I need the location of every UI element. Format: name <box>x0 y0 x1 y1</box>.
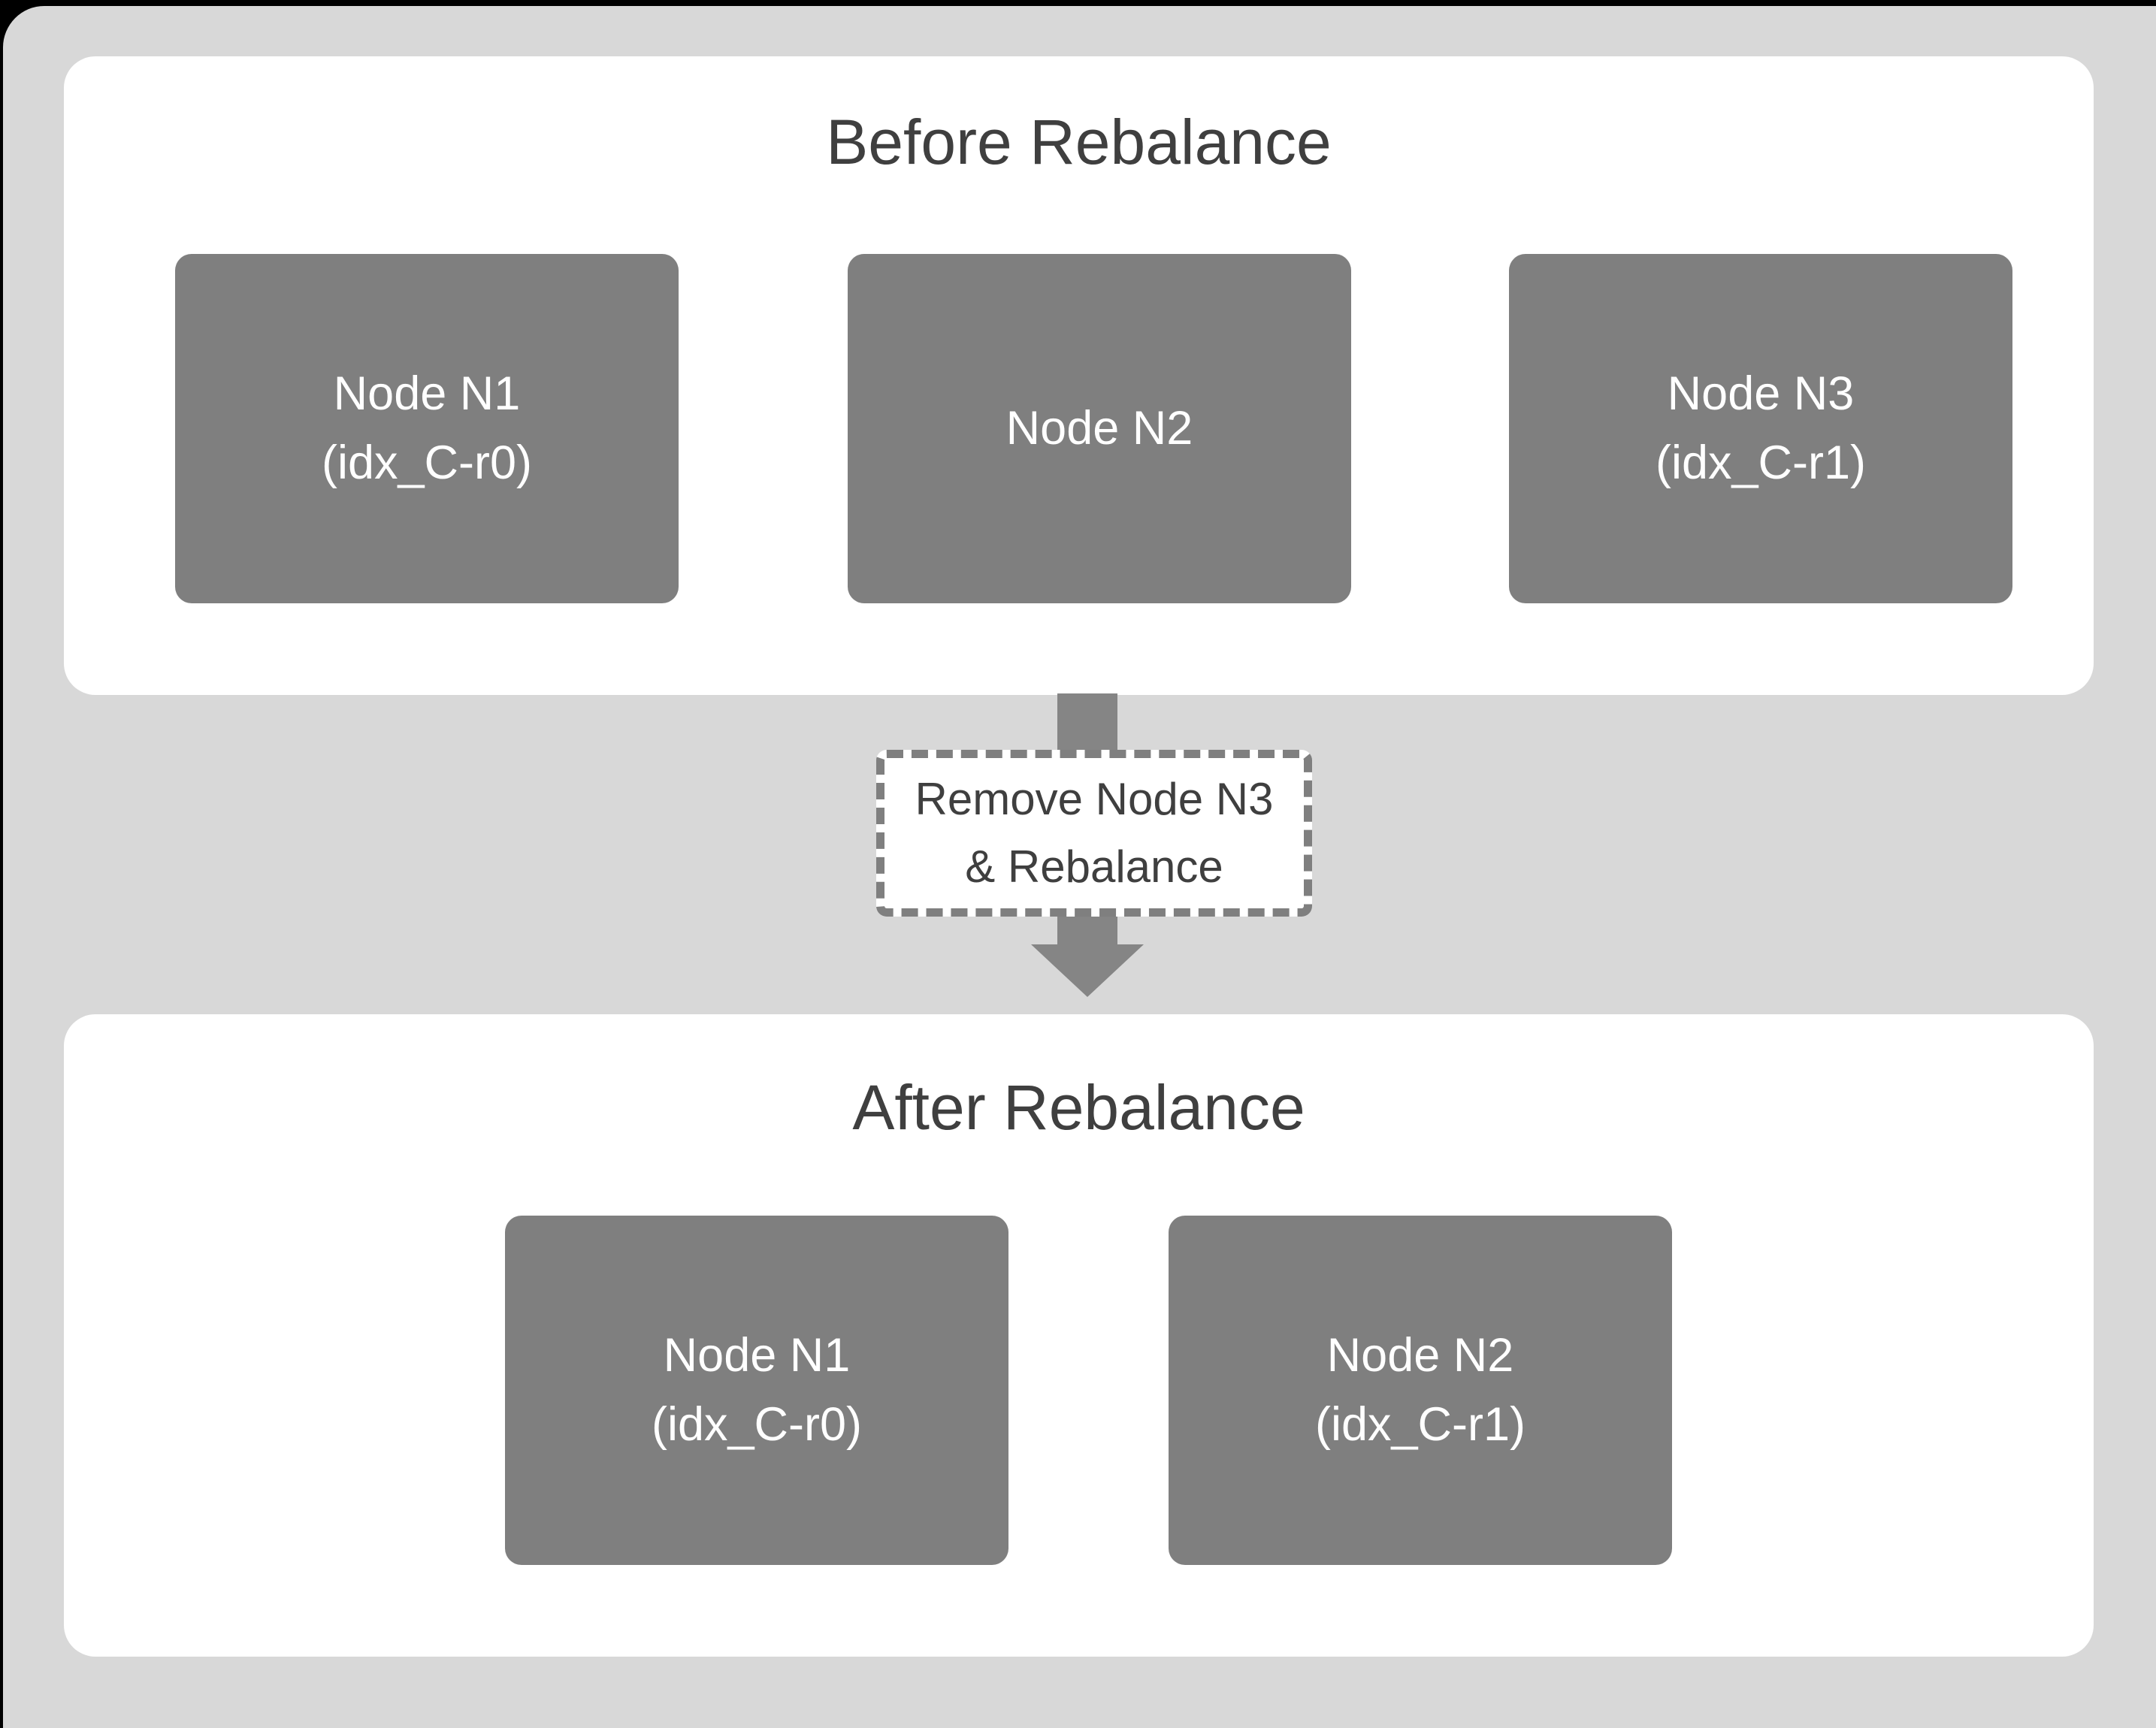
after-rebalance-panel: After Rebalance Node N1 (idx_C-r0) Node … <box>64 1014 2094 1657</box>
node-box-n1-after: Node N1 (idx_C-r0) <box>505 1216 1008 1565</box>
node-box-n2-after: Node N2 (idx_C-r1) <box>1169 1216 1672 1565</box>
down-arrow-head <box>1031 944 1144 997</box>
transition-label-box: Remove Node N3 & Rebalance <box>876 750 1312 917</box>
after-panel-title: After Rebalance <box>852 1072 1305 1143</box>
diagram-canvas: Before Rebalance Node N1 (idx_C-r0) Node… <box>3 6 2156 1728</box>
node-label-line2: (idx_C-r0) <box>321 436 533 489</box>
node-label-line2: (idx_C-r0) <box>651 1397 863 1451</box>
node-box-n1-before: Node N1 (idx_C-r0) <box>175 254 679 603</box>
node-box-n3-before: Node N3 (idx_C-r1) <box>1509 254 2012 603</box>
node-label-line1: Node N2 <box>1326 1329 1514 1382</box>
transition-label-line1: Remove Node N3 <box>915 774 1274 824</box>
transition-label-line2: & Rebalance <box>965 841 1223 892</box>
node-label-line2: (idx_C-r1) <box>1655 436 1867 489</box>
node-label-line1: Node N2 <box>1005 401 1193 455</box>
before-rebalance-panel: Before Rebalance Node N1 (idx_C-r0) Node… <box>64 56 2094 695</box>
node-box-n2-before: Node N2 <box>848 254 1351 603</box>
node-label-line2: (idx_C-r1) <box>1314 1397 1526 1451</box>
node-label-line1: Node N3 <box>1667 367 1855 421</box>
node-label-line1: Node N1 <box>333 367 521 421</box>
before-panel-title: Before Rebalance <box>826 107 1332 177</box>
node-label-line1: Node N1 <box>663 1329 851 1382</box>
